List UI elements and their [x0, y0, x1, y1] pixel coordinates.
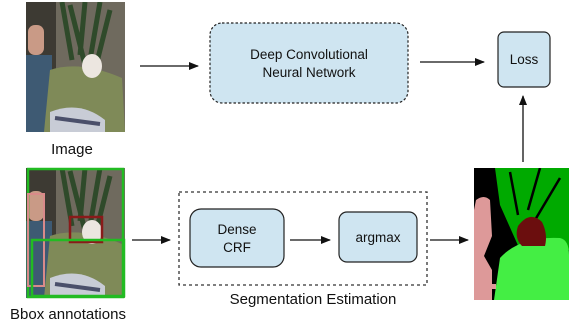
dense-crf-label-line2: CRF: [223, 240, 251, 255]
loss-label: Loss: [510, 52, 539, 67]
bbox-annotated-photo: [26, 168, 125, 298]
dense-crf-label-line1: Dense: [217, 222, 256, 237]
dcnn-label-line2: Neural Network: [262, 65, 355, 80]
loss-box: [497, 31, 551, 88]
input-photo: [26, 2, 125, 132]
argmax-label: argmax: [355, 230, 400, 245]
dense-crf-box: [189, 208, 285, 268]
argmax-box: [338, 211, 418, 263]
dcnn-label-line1: Deep Convolutional: [250, 47, 368, 62]
segmentation-output-image: [474, 168, 569, 300]
bbox-caption: Bbox annotations: [10, 306, 126, 323]
bbox-sofa: [30, 238, 126, 298]
bbox-cat: [68, 215, 104, 244]
segmentation-estimation-caption: Segmentation Estimation: [230, 291, 397, 308]
dcnn-box: [209, 22, 409, 104]
image-caption: Image: [51, 141, 93, 158]
segmentation-estimation-group: [178, 191, 428, 286]
